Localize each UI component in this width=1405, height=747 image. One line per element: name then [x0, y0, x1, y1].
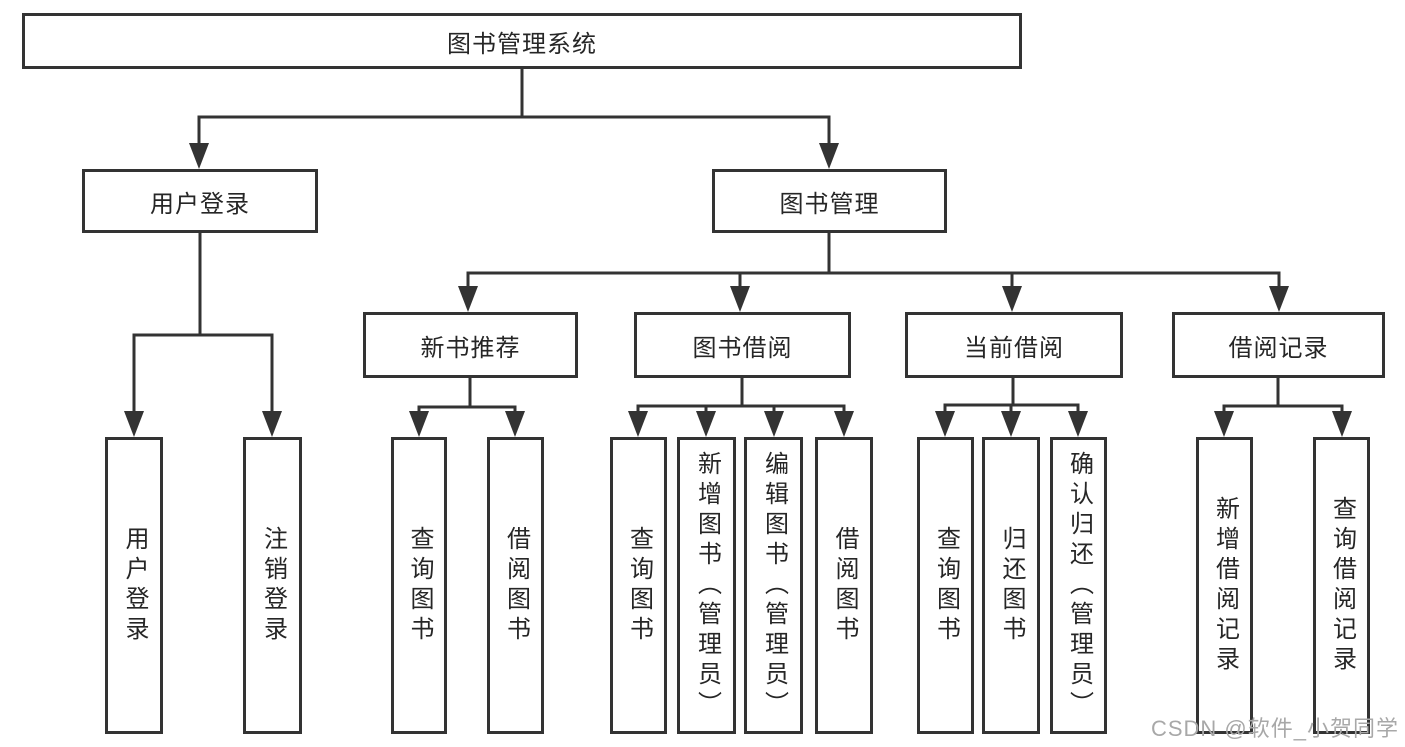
leaf-query-books-borrow: 查询图书 [610, 437, 667, 734]
csdn-watermark: CSDN @软件_小贺同学 [1150, 716, 1399, 741]
node-library-system-label: 图书管理系统 [447, 30, 597, 58]
leaf-query-borrow-record-label: 查询借阅记录 [1328, 495, 1356, 676]
arrowhead-icons [124, 143, 1352, 437]
leaf-user-login: 用户登录 [105, 437, 163, 734]
connector-strokes [132, 69, 1344, 414]
leaf-query-books-current-label: 查询图书 [932, 525, 960, 646]
leaf-borrow-books-label: 借阅图书 [831, 525, 858, 646]
leaf-confirm-return-admin-label: 确认归还（管理员） [1065, 450, 1093, 721]
node-borrow-records-label: 借阅记录 [1228, 334, 1329, 362]
leaf-borrow-books-recommend-label: 借阅图书 [502, 525, 530, 646]
leaf-logout: 注销登录 [243, 437, 302, 734]
node-library-system: 图书管理系统 [22, 13, 1022, 69]
leaf-return-books: 归还图书 [982, 437, 1040, 734]
leaf-query-books-recommend: 查询图书 [391, 437, 447, 734]
leaf-add-books-admin: 新增图书（管理员） [677, 437, 736, 734]
node-book-management-label: 图书管理 [779, 190, 880, 218]
node-current-borrow-label: 当前借阅 [964, 334, 1064, 362]
leaf-query-books-current: 查询图书 [917, 437, 974, 734]
leaf-edit-books-admin-label: 编辑图书（管理员） [760, 450, 788, 721]
leaf-query-books-borrow-label: 查询图书 [625, 525, 653, 646]
leaf-return-books-label: 归还图书 [998, 525, 1025, 646]
leaf-add-borrow-record-label: 新增借阅记录 [1211, 495, 1239, 676]
node-user-login: 用户登录 [82, 169, 318, 233]
leaf-borrow-books-recommend: 借阅图书 [487, 437, 544, 734]
leaf-add-borrow-record: 新增借阅记录 [1196, 437, 1253, 734]
leaf-query-borrow-record: 查询借阅记录 [1313, 437, 1370, 734]
leaf-logout-label: 注销登录 [259, 525, 287, 646]
leaf-add-books-admin-label: 新增图书（管理员） [693, 450, 721, 721]
leaf-query-books-recommend-label: 查询图书 [406, 525, 433, 646]
leaf-user-login-label: 用户登录 [121, 525, 148, 646]
node-book-management: 图书管理 [712, 169, 947, 233]
leaf-borrow-books: 借阅图书 [815, 437, 873, 734]
node-new-book-recommend: 新书推荐 [363, 312, 578, 378]
node-new-book-recommend-label: 新书推荐 [420, 334, 521, 362]
node-current-borrow: 当前借阅 [905, 312, 1123, 378]
node-book-borrow-label: 图书借阅 [692, 334, 793, 362]
node-user-login-label: 用户登录 [150, 190, 250, 218]
node-borrow-records: 借阅记录 [1172, 312, 1385, 378]
leaf-edit-books-admin: 编辑图书（管理员） [744, 437, 803, 734]
node-book-borrow: 图书借阅 [634, 312, 851, 378]
leaf-confirm-return-admin: 确认归还（管理员） [1050, 437, 1107, 734]
